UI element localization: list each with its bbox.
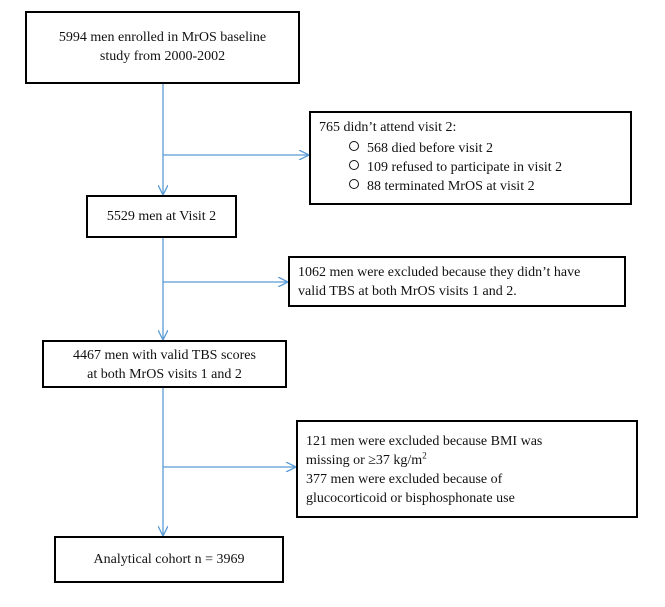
excluded-bmi-line-3: 377 men were excluded because of <box>306 472 503 487</box>
excluded-tbs-line-1: 1062 men were excluded because they didn… <box>298 265 581 280</box>
excluded-bmi-line-4: glucocorticoid or bisphosphonate use <box>306 491 515 506</box>
excluded-bmi-box: 121 men were excluded because BMI was mi… <box>296 420 638 518</box>
visit2-text: 5529 men at Visit 2 <box>106 209 217 224</box>
hollow-bullet-icon <box>349 160 359 170</box>
baseline-line-2: study from 2000-2002 <box>99 49 226 64</box>
bullet-text: 88 terminated MrOS at visit 2 <box>367 179 535 194</box>
excluded-visit2-box: 765 didn’t attend visit 2: 568 died befo… <box>309 111 632 205</box>
cohort-text: Analytical cohort n = 3969 <box>93 552 245 567</box>
valid-tbs-line-2: at both MrOS visits 1 and 2 <box>87 367 242 382</box>
valid-tbs-box: 4467 men with valid TBS scores at both M… <box>42 340 287 388</box>
list-item: 109 refused to participate in visit 2 <box>349 158 630 177</box>
analytical-cohort-box: Analytical cohort n = 3969 <box>54 536 284 583</box>
hollow-bullet-icon <box>349 179 359 189</box>
excluded-tbs-line-2: valid TBS at both MrOS visits 1 and 2. <box>298 284 517 299</box>
excluded-visit2-list: 568 died before visit 2 109 refused to p… <box>319 139 630 196</box>
baseline-enrollment-box: 5994 men enrolled in MrOS baseline study… <box>25 11 300 84</box>
bullet-text: 568 died before visit 2 <box>367 141 493 156</box>
baseline-line-1: 5994 men enrolled in MrOS baseline <box>58 30 267 45</box>
excluded-visit2-title: 765 didn’t attend visit 2: <box>319 120 457 135</box>
excluded-bmi-line-1: 121 men were excluded because BMI was <box>306 434 543 449</box>
excluded-tbs-box: 1062 men were excluded because they didn… <box>288 256 626 307</box>
visit2-box: 5529 men at Visit 2 <box>86 195 237 238</box>
bmi-threshold-text: missing or ≥37 kg/m <box>306 453 423 468</box>
bullet-text: 109 refused to participate in visit 2 <box>367 160 563 175</box>
bmi-unit-superscript: 2 <box>422 450 427 461</box>
valid-tbs-line-1: 4467 men with valid TBS scores <box>73 348 256 363</box>
excluded-bmi-line-2: missing or ≥37 kg/m2 <box>306 451 636 470</box>
list-item: 88 terminated MrOS at visit 2 <box>349 177 630 196</box>
list-item: 568 died before visit 2 <box>349 139 630 158</box>
hollow-bullet-icon <box>349 141 359 151</box>
